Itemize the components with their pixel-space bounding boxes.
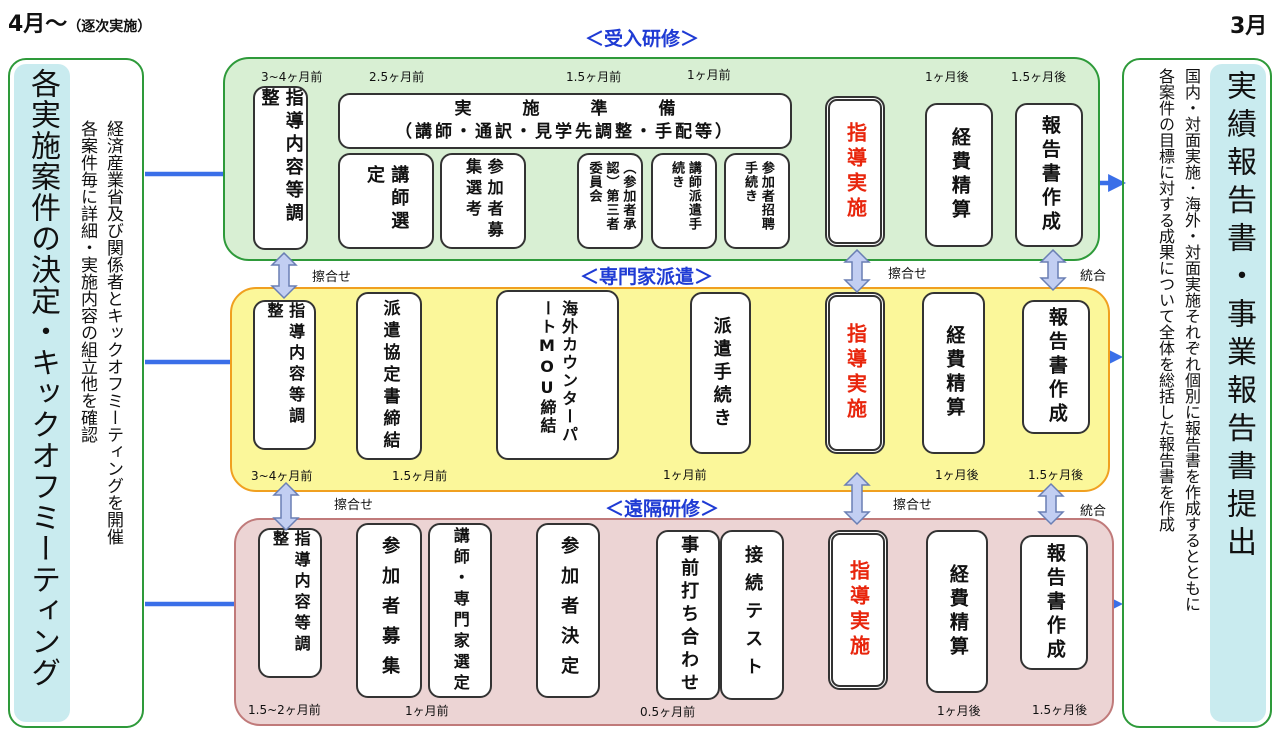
kickoff-desc-line2: 各案件毎に詳細・実施内容の組立他を確認 — [77, 120, 97, 443]
lane2-time: 1.5ヶ月後 — [1028, 468, 1084, 482]
lane3-title: ＜遠隔研修＞ — [605, 498, 720, 520]
lane2-time: 3~4ヶ月前 — [251, 469, 313, 483]
lane2-agreement-box: 派遣協定書締結 — [356, 292, 422, 460]
lane1-expense-box: 経費精算 — [925, 103, 993, 247]
lane3-select-box: 講師・専門家選定 — [428, 523, 492, 698]
lane2-expense-box: 経費精算 — [922, 292, 985, 454]
sync-arrow — [843, 471, 871, 526]
lane3-expense-box: 経費精算 — [926, 530, 988, 693]
lane1-invite-box: 参加者招聘手続き — [724, 153, 790, 249]
lane1-time: 1ヶ月後 — [925, 70, 969, 84]
merge-arrow — [1039, 248, 1067, 292]
start-month-note: （逐次実施） — [67, 19, 152, 35]
start-month: 4月～（逐次実施） — [8, 12, 152, 37]
lane1-dispatch-box: 講師派遣手続き — [651, 153, 717, 249]
lane1-prep-line1: 実 施 準 備 — [454, 99, 676, 120]
lane3-time: 1ヶ月後 — [937, 704, 981, 718]
lane3-time: 1ヶ月前 — [405, 704, 449, 718]
sync-label: 擦合せ — [893, 498, 933, 513]
lane1-time: 3~4ヶ月前 — [261, 70, 323, 84]
lane1-prep-box: 実 施 準 備 （講師・通訳・見学先調整・手配等） — [338, 93, 792, 149]
lane1-title: ＜受入研修＞ — [585, 28, 700, 50]
lane3-adjust-box: 指導内容等調整 — [258, 528, 322, 678]
report-desc: 国内・対面実施･海外・対面実施それぞれ個別に報告書を作成するとともに 各案件の目… — [1152, 68, 1204, 708]
merge-arrow — [1037, 482, 1065, 526]
lane1-time: 2.5ヶ月前 — [369, 70, 425, 84]
lane3-time: 1.5~2ヶ月前 — [248, 703, 321, 717]
merge-label: 統合 — [1080, 269, 1107, 284]
lane3-report-box: 報告書作成 — [1020, 535, 1088, 670]
lane3-test-box: 接続テスト — [720, 530, 784, 700]
end-month: 3月 — [1230, 14, 1268, 39]
kickoff-desc: 経済産業省及び関係者とキックオフミーティングを開催 各案件毎に詳細・実施内容の組… — [74, 120, 126, 680]
lane1-recruit-box: 参加者募集選考 — [440, 153, 526, 249]
lane1-time: 1ヶ月前 — [687, 68, 731, 82]
report-desc-line1: 国内・対面実施･海外・対面実施それぞれ個別に報告書を作成するとともに — [1182, 68, 1201, 612]
right-column: 国内・対面実施･海外・対面実施それぞれ個別に報告書を作成するとともに 各案件の目… — [1122, 58, 1272, 728]
lane3-time: 1.5ヶ月後 — [1032, 703, 1088, 717]
sync-label: 擦合せ — [334, 498, 374, 513]
sync-arrow — [843, 248, 871, 294]
lane2-mou-box: 海外カウンターパートMOU締結 — [496, 290, 619, 460]
lane3-implement-box: 指導実施 — [828, 530, 888, 690]
lane2-implement-box: 指導実施 — [825, 292, 885, 454]
lane2-time: 1.5ヶ月前 — [392, 469, 448, 483]
lane2-time: 1ヶ月後 — [935, 468, 979, 482]
report-title: 実績報告書・事業報告書提出 — [1221, 70, 1256, 564]
lane1-committee-box: （参加者承認）第三者委員会 — [577, 153, 643, 249]
lane2-title: ＜専門家派遣＞ — [580, 266, 714, 288]
sync-arrow — [272, 481, 300, 532]
sync-label: 擦合せ — [888, 267, 928, 282]
report-title-bg — [1210, 64, 1266, 722]
lane3-recruit-box: 参加者募集 — [356, 523, 422, 698]
lane3-meeting-box: 事前打ち合わせ — [656, 530, 720, 700]
left-column: 各実施案件の決定・キックオフミーティング 経済産業省及び関係者とキックオフミーテ… — [8, 58, 144, 728]
lane1-report-box: 報告書作成 — [1015, 103, 1083, 247]
lane2-report-box: 報告書作成 — [1022, 300, 1090, 434]
lane2-time: 1ヶ月前 — [663, 468, 707, 482]
lane1-lecturer-box: 講師選定 — [338, 153, 434, 249]
kickoff-desc-line1: 経済産業省及び関係者とキックオフミーティングを開催 — [103, 120, 123, 545]
lane3-decide-box: 参加者決定 — [536, 523, 600, 698]
sync-arrow — [270, 251, 298, 300]
report-desc-line2: 各案件の目標に対する成果について全体を総括した報告書を作成 — [1156, 68, 1175, 532]
lane1-adjust-box: 指導内容等調整 — [253, 86, 308, 250]
lane1-prep-line2: （講師・通訳・見学先調整・手配等） — [395, 122, 735, 142]
lane2-adjust-box: 指導内容等調整 — [253, 300, 316, 450]
lane2-procedure-box: 派遣手続き — [690, 292, 751, 454]
lane1-implement-box: 指導実施 — [825, 96, 885, 247]
kickoff-title-bg — [14, 64, 70, 722]
merge-label: 統合 — [1080, 504, 1107, 519]
sync-label: 擦合せ — [312, 270, 352, 285]
lane1-time: 1.5ヶ月前 — [566, 70, 622, 84]
kickoff-title: 各実施案件の決定・キックオフミーティング — [25, 68, 60, 688]
lane1-time: 1.5ヶ月後 — [1011, 70, 1067, 84]
lane3-time: 0.5ヶ月前 — [640, 705, 696, 719]
